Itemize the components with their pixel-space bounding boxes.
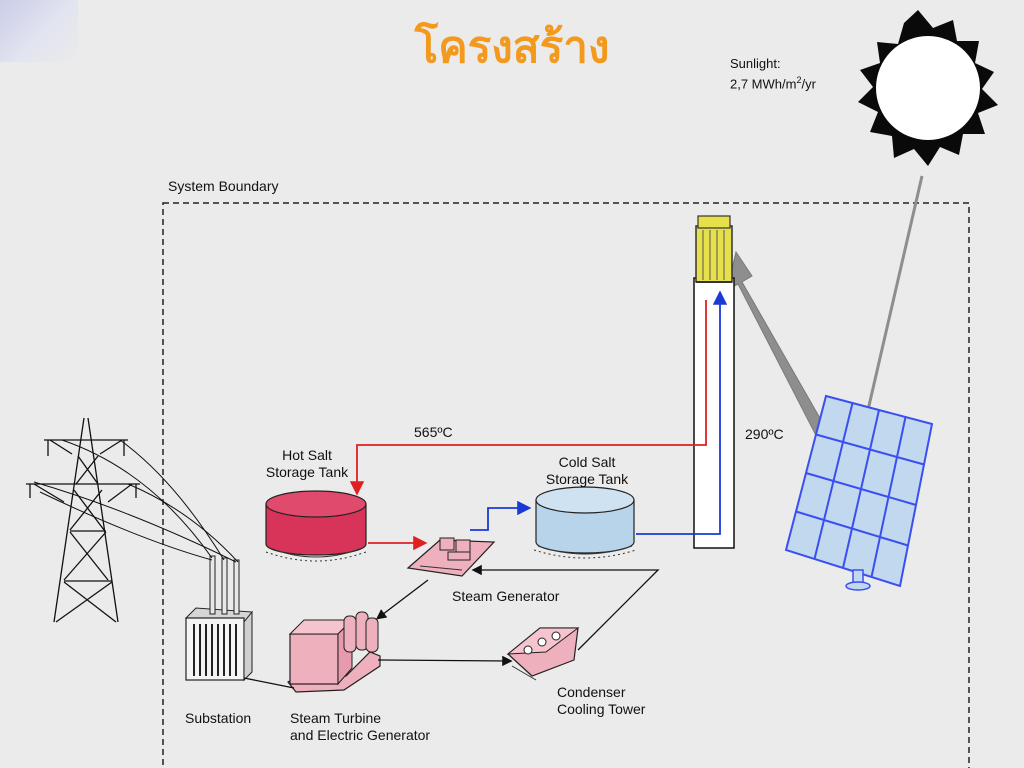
substation-label: Substation [185, 710, 252, 726]
generator-to-cold-pipe [470, 500, 532, 531]
substation-transformer [184, 555, 253, 682]
transmission-lines [33, 439, 239, 563]
turbine-label: Steam Turbine and Electric Generator [290, 710, 430, 744]
condenser-return-arrow [471, 564, 660, 651]
generator-to-turbine-arrow [375, 579, 429, 620]
cold-tank-label-line1: Cold Salt [558, 454, 616, 470]
condenser-label: Condenser Cooling Tower [557, 684, 645, 718]
turbine-to-condenser-arrow [377, 655, 513, 667]
hot-tank-label: Hot Salt Storage Tank [252, 447, 362, 481]
condenser-label-line1: Condenser [557, 684, 626, 700]
cold-tank-label-line2: Storage Tank [545, 471, 629, 487]
sunlight-superscript: 2 [796, 75, 802, 85]
slide-title: โครงสร้าง [414, 22, 610, 73]
cold-temperature-label: 290ºC [745, 426, 784, 442]
steam-generator [406, 537, 496, 577]
condenser-label-line2: Cooling Tower [557, 701, 646, 717]
corner-decoration [0, 0, 78, 62]
cold-salt-storage-tank [533, 486, 637, 559]
sunlight-label: Sunlight: 2,7 MWh/m2/yr [730, 55, 816, 92]
system-boundary-box [162, 202, 970, 768]
sunlight-value: 2,7 MWh/m [730, 76, 797, 92]
turbine-label-line2: and Electric Generator [290, 727, 431, 743]
cold-tank-label: Cold Salt Storage Tank [532, 454, 642, 488]
power-pylon-icon [26, 417, 140, 623]
heliostat-panel [784, 394, 934, 591]
steam-turbine-generator [287, 611, 381, 693]
hot-temperature-label: 565ºC [414, 424, 453, 440]
cold-salt-pipe [636, 290, 728, 535]
turbine-to-substation-line [243, 677, 295, 689]
sun-icon [858, 10, 998, 166]
turbine-label-line1: Steam Turbine [290, 710, 382, 726]
hot-tank-label-line2: Storage Tank [265, 464, 349, 480]
sunlight-label-line1: Sunlight: [730, 56, 781, 71]
hot-tank-label-line1: Hot Salt [282, 447, 332, 463]
hot-salt-storage-tank [265, 490, 367, 562]
receiver-tower [693, 215, 735, 549]
condenser-cooling-tower [506, 627, 580, 681]
sunlight-label-line2: 2,7 MWh/m2/yr [730, 72, 816, 92]
system-boundary-label: System Boundary [168, 178, 279, 194]
hot-salt-pipe [349, 300, 707, 496]
steam-generator-label: Steam Generator [452, 588, 560, 604]
sunlight-unit: /yr [801, 76, 816, 92]
